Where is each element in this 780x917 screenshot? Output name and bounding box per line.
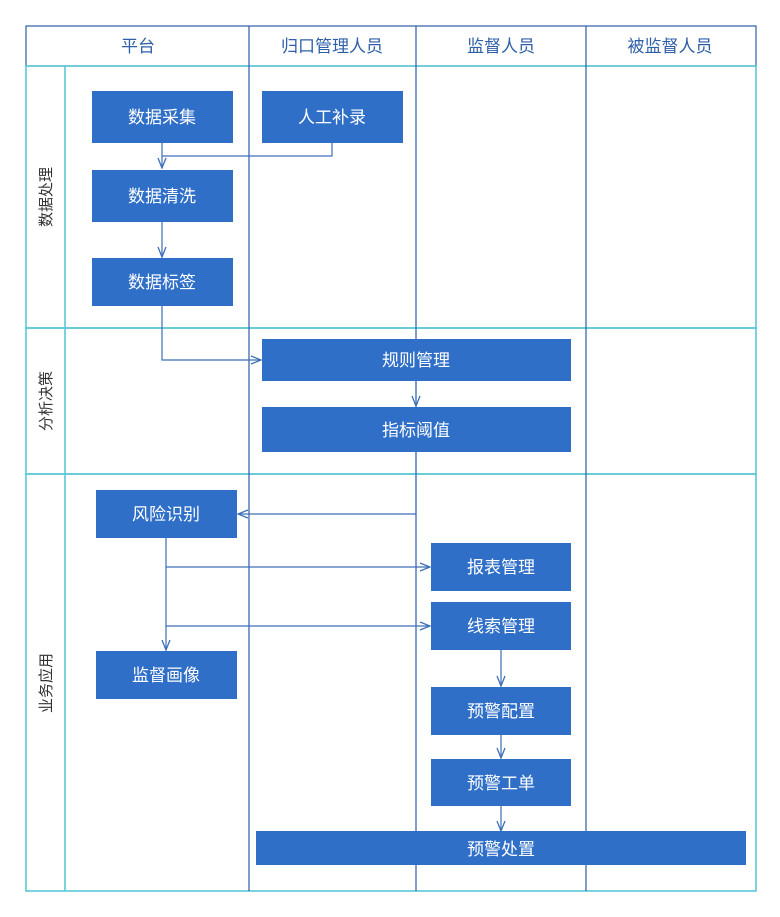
lane-header-platform: 平台 xyxy=(121,37,155,57)
edge-threshold-risk xyxy=(238,452,417,514)
node-label-risk: 风险识别 xyxy=(132,505,200,525)
node-label-report: 报表管理 xyxy=(467,558,535,578)
node-label-threshold: 指标阈值 xyxy=(382,421,450,441)
node-label-tag: 数据标签 xyxy=(128,273,196,293)
edge-manual-clean xyxy=(162,143,333,157)
node-threshold[interactable] xyxy=(262,407,571,452)
node-label-portrait: 监督画像 xyxy=(132,666,200,686)
node-risk[interactable] xyxy=(96,490,237,538)
phase-label-business: 业务应用 xyxy=(37,653,55,713)
node-label-alert-config: 预警配置 xyxy=(467,702,535,722)
nodes xyxy=(92,91,746,865)
node-label-clean: 数据清洗 xyxy=(128,187,196,207)
phase-label-data: 数据处理 xyxy=(37,167,55,227)
node-clue[interactable] xyxy=(431,602,571,650)
node-portrait[interactable] xyxy=(96,651,237,699)
lane-header-owner: 归口管理人员 xyxy=(281,37,383,57)
connectors xyxy=(162,143,501,831)
node-alert-config[interactable] xyxy=(431,687,571,735)
lane-header-supervised: 被监督人员 xyxy=(628,37,713,57)
node-label-clue: 线索管理 xyxy=(467,617,535,637)
node-label-rules: 规则管理 xyxy=(382,351,450,371)
node-alert-handle[interactable] xyxy=(256,831,746,865)
node-tag[interactable] xyxy=(92,258,233,306)
node-label-collect: 数据采集 xyxy=(128,108,196,128)
node-report[interactable] xyxy=(431,543,571,591)
node-alert-ticket[interactable] xyxy=(431,759,571,806)
lane-header-supervisor: 监督人员 xyxy=(467,37,535,57)
node-label-alert-ticket: 预警工单 xyxy=(467,774,535,794)
phase-band-business xyxy=(25,473,757,892)
node-collect[interactable] xyxy=(92,91,233,143)
node-clean[interactable] xyxy=(92,170,233,222)
node-rules[interactable] xyxy=(262,339,571,381)
node-manual[interactable] xyxy=(262,91,403,143)
edge-risk-report xyxy=(165,538,430,567)
edge-tag-rules xyxy=(161,306,261,360)
node-label-alert-handle: 预警处置 xyxy=(467,840,535,860)
edge-risk-clue xyxy=(165,567,430,626)
node-label-manual: 人工补录 xyxy=(298,108,366,128)
phase-label-analysis: 分析决策 xyxy=(37,371,55,431)
